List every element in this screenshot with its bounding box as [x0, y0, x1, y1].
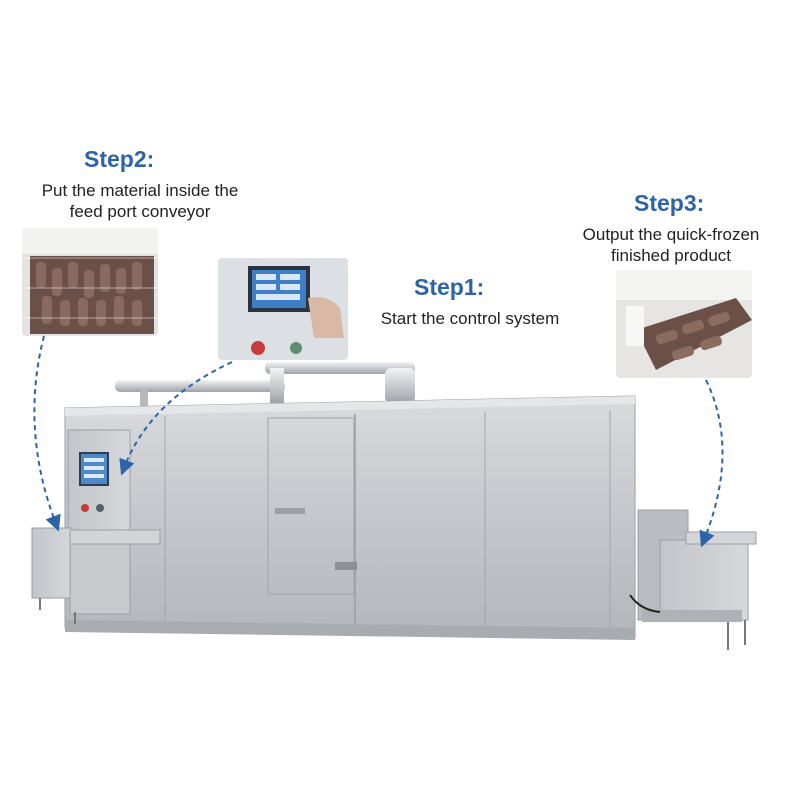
step1-description: Start the control system — [380, 309, 560, 328]
step2-title: Step2: — [84, 146, 155, 172]
step3-line-1: Output the quick-frozen — [582, 225, 760, 244]
step3-arrow — [699, 379, 724, 548]
control-panel-photo — [218, 258, 348, 360]
step3-description: Output the quick-frozen finished product — [556, 224, 786, 266]
step3-title: Step3: — [634, 190, 705, 216]
step2-description: Put the material inside the feed port co… — [10, 180, 270, 222]
step3-line-2: finished product — [610, 246, 732, 265]
finished-product-photo — [616, 270, 752, 378]
step2-line-1: Put the material inside the — [41, 181, 239, 200]
step2-line-2: feed port conveyor — [69, 202, 211, 221]
feed-conveyor-photo — [22, 228, 158, 336]
step2-arrow — [33, 335, 61, 532]
step1-arrow — [119, 361, 233, 476]
step1-title: Step1: — [414, 274, 485, 300]
